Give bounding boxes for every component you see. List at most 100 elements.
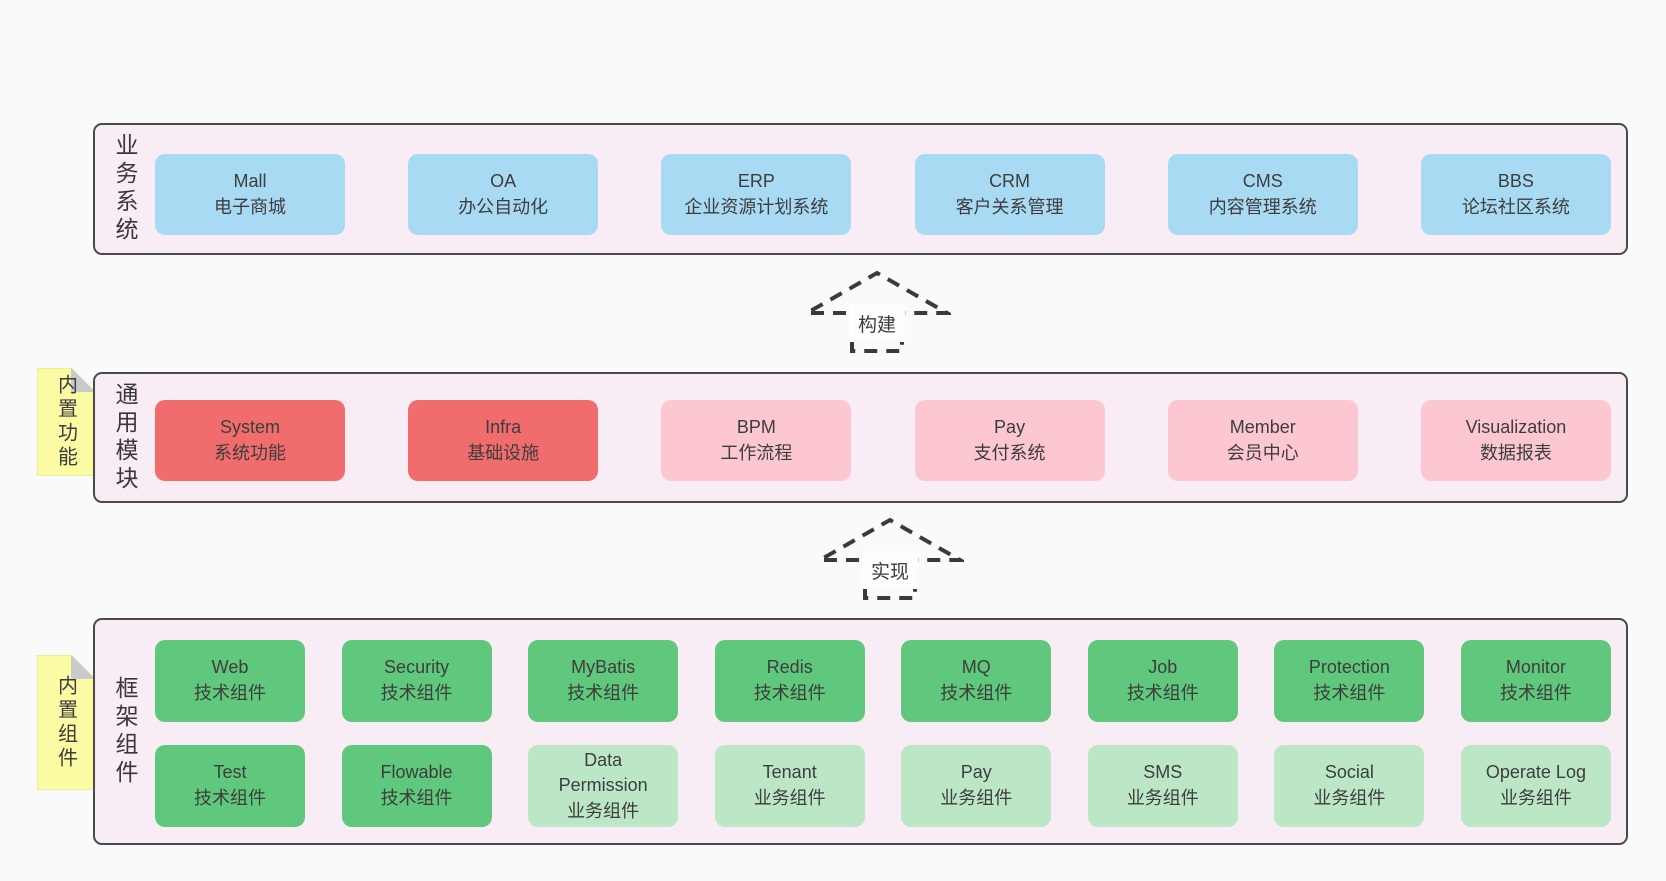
arrow-implement-label: 实现 — [862, 551, 918, 589]
node-tenant: Tenant 业务组件 — [714, 745, 865, 827]
node-name: Protection — [1308, 657, 1390, 678]
node-sms: SMS 业务组件 — [1087, 745, 1238, 827]
layer-label-business-systems: 业务系统 — [112, 133, 138, 245]
node-desc: 技术组件 — [753, 683, 826, 703]
layer-common-modules: 通用模块 System 系统功能 Infra 基础设施 BPM 工作流程 Pay… — [93, 372, 1628, 503]
node-desc: 数据报表 — [1479, 442, 1552, 463]
arrow-build-label: 构建 — [849, 304, 905, 342]
node-desc: 业务组件 — [940, 788, 1013, 808]
node-redis: Redis 技术组件 — [714, 640, 865, 722]
node-desc: 业务组件 — [1126, 788, 1199, 808]
business-systems-row: Mall 电子商城 OA 办公自动化 ERP 企业资源计划系统 CRM 客户关系… — [155, 154, 1611, 235]
node-name: Operate Log — [1485, 762, 1586, 783]
node-desc: 业务组件 — [1313, 788, 1386, 808]
node-job: Job 技术组件 — [1087, 640, 1238, 722]
node-name: ERP — [737, 170, 775, 191]
node-name: Visualization — [1465, 416, 1567, 437]
node-desc: 工作流程 — [720, 442, 793, 463]
node-desc: 技术组件 — [567, 683, 640, 703]
node-desc: 技术组件 — [1313, 683, 1386, 703]
node-desc: 会员中心 — [1226, 442, 1299, 463]
node-pay-component: Pay 业务组件 — [901, 745, 1052, 827]
node-system: System 系统功能 — [155, 400, 345, 481]
framework-components-row-1: Web 技术组件 Security 技术组件 MyBatis 技术组件 Redi… — [155, 640, 1611, 722]
node-data-permission: Data Permission 业务组件 — [528, 745, 679, 827]
node-name: OA — [490, 170, 517, 191]
node-infra: Infra 基础设施 — [408, 400, 599, 481]
node-monitor: Monitor 技术组件 — [1460, 640, 1611, 722]
node-desc: 办公自动化 — [458, 196, 549, 217]
node-operate-log: Operate Log 业务组件 — [1460, 745, 1611, 827]
node-desc: 技术组件 — [1499, 683, 1572, 703]
node-flowable: Flowable 技术组件 — [341, 745, 492, 827]
node-pay-system: Pay 支付系统 — [914, 400, 1105, 481]
node-name: Pay — [960, 762, 992, 783]
node-desc: 基础设施 — [467, 442, 540, 463]
node-name: Test — [213, 762, 247, 783]
node-name: Data Permission — [558, 749, 648, 796]
node-name: Monitor — [1505, 657, 1566, 678]
node-name: Tenant — [762, 762, 817, 783]
node-crm: CRM 客户关系管理 — [914, 154, 1105, 235]
note-built-in-components: 内置组件 — [37, 655, 95, 790]
node-desc: 支付系统 — [973, 442, 1046, 463]
node-bbs: BBS 论坛社区系统 — [1420, 154, 1611, 235]
node-name: MyBatis — [571, 657, 636, 678]
node-name: CMS — [1242, 170, 1283, 191]
node-desc: 论坛社区系统 — [1461, 196, 1570, 217]
node-desc: 技术组件 — [194, 683, 266, 703]
framework-components-row-2: Test 技术组件 Flowable 技术组件 Data Permission … — [155, 745, 1611, 827]
node-mall: Mall 电子商城 — [155, 154, 345, 235]
sticky-note-shape — [37, 655, 95, 790]
arrow-implement-icon — [816, 517, 964, 600]
layer-label-common-modules: 通用模块 — [112, 381, 138, 494]
node-desc: 技术组件 — [380, 683, 453, 703]
node-name: Job — [1148, 657, 1178, 678]
node-bpm: BPM 工作流程 — [661, 400, 852, 481]
node-erp: ERP 企业资源计划系统 — [661, 154, 852, 235]
note-label: 内置组件 — [54, 674, 77, 771]
node-member: Member 会员中心 — [1167, 400, 1358, 481]
sticky-note-shape — [37, 368, 95, 476]
node-desc: 客户关系管理 — [955, 196, 1064, 217]
node-name: Security — [384, 657, 450, 678]
node-mq: MQ 技术组件 — [901, 640, 1052, 722]
node-name: System — [219, 416, 280, 437]
node-cms: CMS 内容管理系统 — [1167, 154, 1358, 235]
node-security: Security 技术组件 — [341, 640, 492, 722]
node-visualization: Visualization 数据报表 — [1420, 400, 1611, 481]
node-desc: 系统功能 — [214, 442, 286, 463]
node-desc: 内容管理系统 — [1208, 196, 1317, 217]
node-name: Flowable — [380, 762, 453, 783]
node-name: Web — [211, 657, 249, 678]
node-name: Member — [1229, 416, 1296, 437]
arrow-build-icon — [803, 270, 951, 353]
node-name: BBS — [1497, 170, 1534, 191]
layer-label-framework-components: 框架组件 — [112, 675, 138, 788]
node-name: Mall — [233, 170, 267, 191]
node-oa: OA 办公自动化 — [408, 154, 599, 235]
node-social: Social 业务组件 — [1274, 745, 1425, 827]
node-desc: 技术组件 — [194, 788, 266, 808]
node-name: SMS — [1143, 762, 1183, 783]
node-name: CRM — [989, 170, 1031, 191]
node-desc: 技术组件 — [380, 788, 453, 808]
node-desc: 电子商城 — [214, 196, 286, 217]
node-desc: 技术组件 — [940, 683, 1013, 703]
node-name: Pay — [994, 416, 1026, 437]
layer-business-systems: 业务系统 Mall 电子商城 OA 办公自动化 ERP 企业资源计划系统 CRM… — [93, 123, 1628, 255]
node-desc: 企业资源计划系统 — [684, 196, 829, 217]
layer-framework-components: 框架组件 Web 技术组件 Security 技术组件 MyBatis 技术组件… — [93, 618, 1628, 845]
note-built-in-features: 内置功能 — [37, 368, 95, 476]
node-name: MQ — [961, 657, 991, 678]
node-name: BPM — [736, 416, 776, 437]
node-web: Web 技术组件 — [155, 640, 305, 722]
node-mybatis: MyBatis 技术组件 — [528, 640, 679, 722]
node-name: Infra — [485, 416, 522, 437]
node-name: Social — [1324, 762, 1374, 783]
node-desc: 业务组件 — [753, 788, 826, 808]
node-desc: 技术组件 — [1126, 683, 1199, 703]
node-desc: 业务组件 — [567, 800, 640, 821]
common-modules-row: System 系统功能 Infra 基础设施 BPM 工作流程 Pay 支付系统… — [155, 400, 1611, 481]
